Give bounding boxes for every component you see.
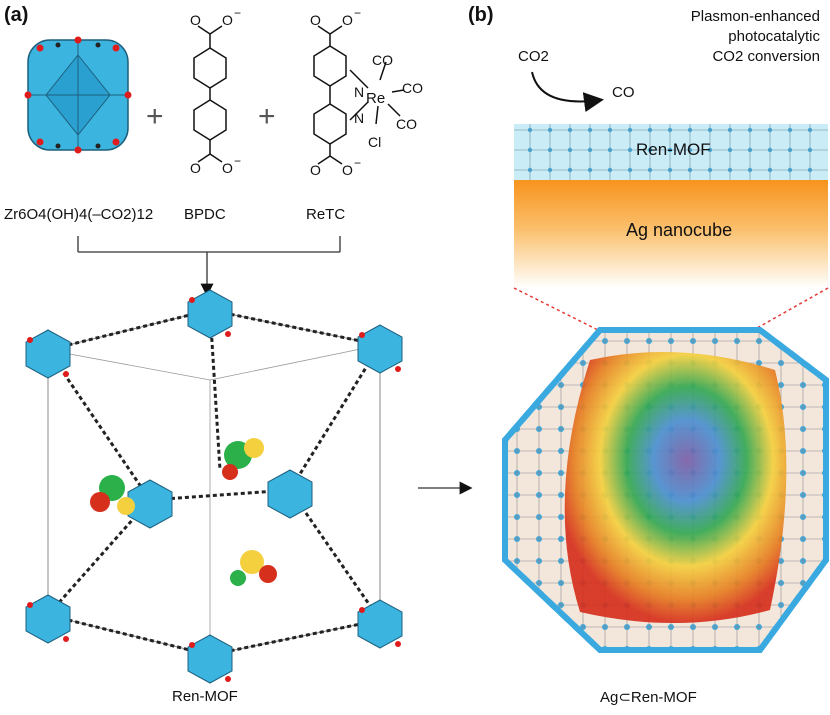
retc-co-top: CO	[372, 52, 393, 68]
title-line-3: CO2 conversion	[712, 48, 820, 65]
composite-caption: Ag⊂Ren-MOF	[600, 689, 697, 706]
co2-conversion-arrow	[531, 71, 604, 113]
bpdc-label: BPDC	[184, 206, 226, 223]
mof-layer-label: Ren-MOF	[636, 140, 711, 159]
retc-top-o-right: O	[342, 12, 353, 28]
ren-mof-layer	[514, 124, 828, 180]
bpdc-top-o-left: O	[190, 12, 201, 28]
bpdc-top-o-right: O	[222, 12, 233, 28]
retc-co-bottom: CO	[396, 116, 417, 132]
retc-n-bottom: N	[354, 110, 365, 126]
cluster-formula-label: Zr6O4(OH)4(–CO2)12	[4, 206, 154, 223]
retc-n-top: N	[354, 84, 365, 100]
plus-sign-2: +	[258, 100, 276, 133]
retc-label: ReTC	[306, 206, 346, 223]
bpdc-bottom-o-right: O	[222, 160, 233, 176]
retc-structure	[313, 25, 405, 165]
nanocube-label: Ag nanocube	[626, 220, 733, 240]
retc-cl: Cl	[368, 134, 382, 150]
retc-top-o-left: O	[310, 12, 321, 28]
plus-sign-1: +	[146, 100, 164, 133]
retc-top-charge: −	[354, 6, 362, 20]
bpdc-top-charge: −	[234, 6, 242, 20]
reactant-co2: CO2	[518, 48, 549, 65]
ag-ren-mof-cube	[502, 327, 829, 653]
title-line-1: Plasmon-enhanced	[690, 8, 820, 25]
bpdc-structure	[193, 25, 227, 163]
retc-bottom-o-right: O	[342, 162, 353, 178]
zoom-line-left	[513, 287, 603, 333]
ren-mof-caption: Ren-MOF	[172, 688, 238, 705]
assembly-arrow	[77, 236, 341, 297]
bpdc-bottom-o-left: O	[190, 160, 201, 176]
panel-a-label: (a)	[4, 4, 29, 26]
retc-re-atom: Re	[366, 90, 386, 107]
zoom-line-right	[749, 287, 829, 333]
panel-b-label: (b)	[468, 4, 494, 26]
retc-bottom-o-left: O	[310, 162, 321, 178]
bpdc-bottom-charge: −	[234, 154, 242, 168]
title-line-2: photocatalytic	[728, 28, 820, 45]
retc-co-right: CO	[402, 80, 423, 96]
retc-bottom-charge: −	[354, 156, 362, 170]
product-co: CO	[612, 84, 635, 101]
zr-cluster-icon	[24, 36, 132, 154]
ren-mof-unit-cell	[25, 289, 403, 684]
ag-nanocube-slab	[514, 180, 828, 288]
